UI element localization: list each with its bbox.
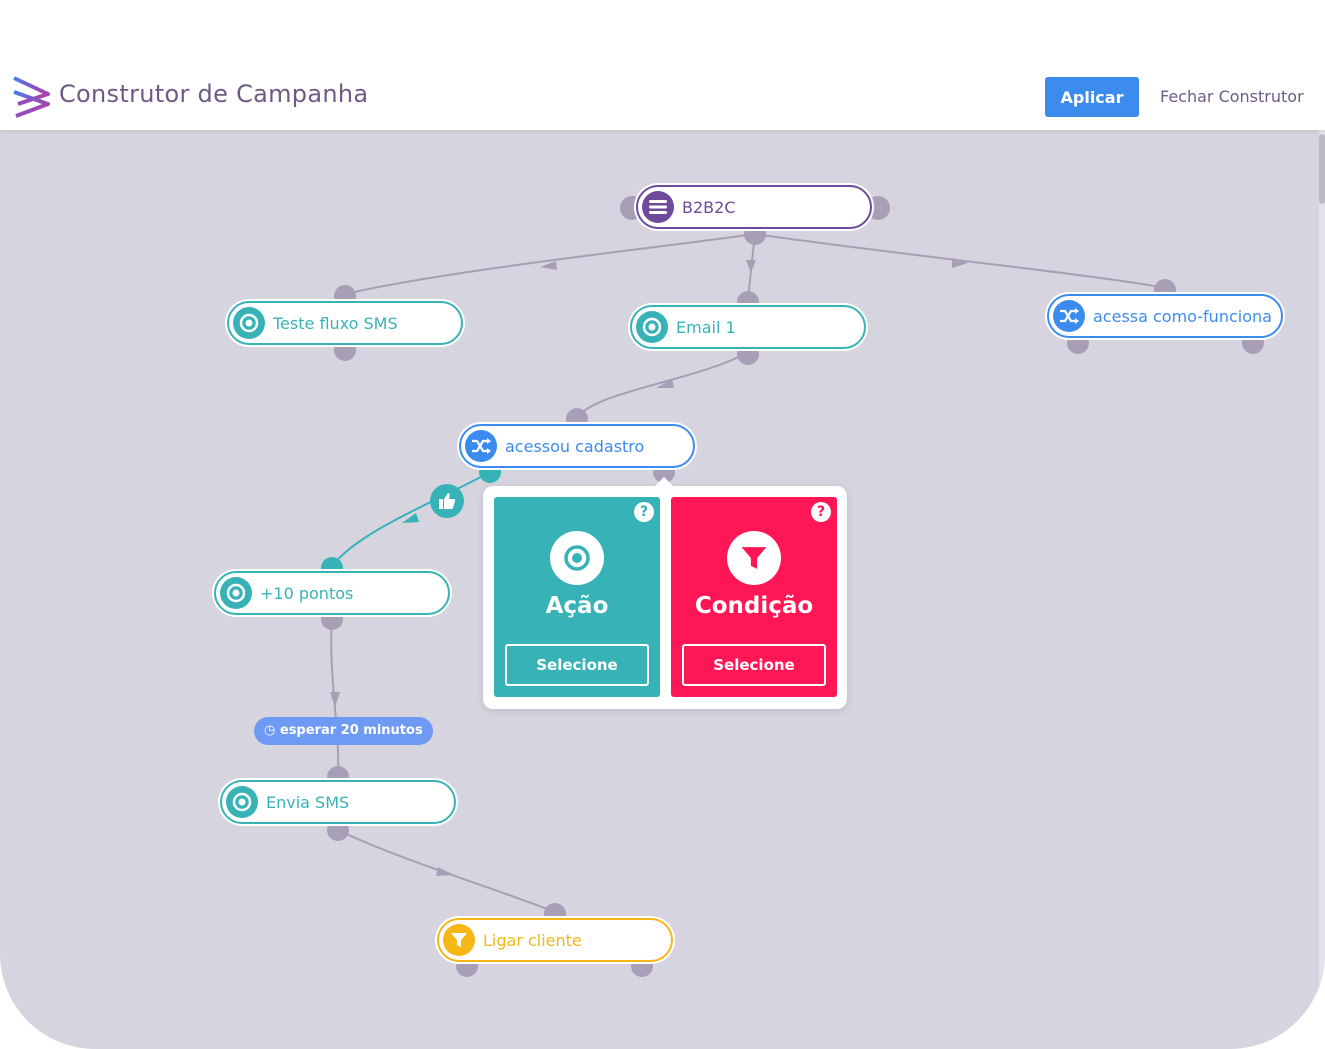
page-title: Construtor de Campanha [59, 80, 369, 108]
edge-acessou-pontos [331, 471, 491, 567]
node-envia-sms-label: Envia SMS [266, 793, 350, 812]
target-icon [550, 531, 604, 585]
arrow-envia-ligar [436, 867, 454, 876]
target-icon [220, 577, 252, 609]
edge-email-acessou [576, 351, 749, 418]
port-root-right [866, 196, 890, 220]
apply-button[interactable]: Aplicar [1045, 77, 1139, 117]
node-root-label: B2B2C [682, 198, 736, 217]
node-ligar-cliente[interactable]: Ligar cliente [437, 918, 673, 962]
node-acessa-como-funciona-label: acessa como-funciona [1093, 307, 1272, 326]
shuffle-icon [465, 430, 497, 462]
flow-canvas[interactable]: B2B2C Teste fluxo SMS Email 1 acessa com… [0, 130, 1325, 1049]
action-help-icon[interactable]: ? [634, 502, 654, 522]
node-root[interactable]: B2B2C [636, 185, 872, 229]
header-bar: Construtor de Campanha Aplicar Fechar Co… [0, 60, 1325, 130]
clock-icon: ◷ [264, 723, 276, 738]
node-acessou-cadastro-label: acessou cadastro [505, 437, 645, 456]
condition-card-title: Condição [694, 593, 814, 619]
add-step-popup: ? Ação Selecione ? Condição Selecione [483, 477, 847, 709]
action-card-title: Ação [545, 593, 609, 619]
node-teste-fluxo-sms[interactable]: Teste fluxo SMS [227, 301, 463, 345]
close-builder-button[interactable]: Fechar Construtor [1150, 77, 1314, 117]
menu-icon [642, 191, 674, 223]
condition-select-button[interactable]: Selecione [682, 644, 826, 686]
action-card[interactable]: ? Ação Selecione [494, 497, 660, 697]
shuffle-icon [1053, 300, 1085, 332]
condition-help-icon[interactable]: ? [811, 502, 831, 522]
target-icon [636, 311, 668, 343]
port-envia-bottom [327, 819, 349, 841]
arrow-email-acessou [656, 379, 674, 388]
condition-card[interactable]: ? Condição Selecione [671, 497, 837, 697]
filter-icon [443, 924, 475, 956]
node-acessa-como-funciona[interactable]: acessa como-funciona [1047, 294, 1283, 338]
edge-root-acessa [754, 233, 1166, 289]
arrow-root-acessa [952, 258, 968, 268]
edge-root-teste [344, 233, 756, 295]
node-teste-fluxo-sms-label: Teste fluxo SMS [273, 314, 398, 333]
node-envia-sms[interactable]: Envia SMS [220, 780, 456, 824]
filter-icon [727, 531, 781, 585]
node-ligar-cliente-label: Ligar cliente [483, 931, 582, 950]
arrow-acessou-pontos [402, 513, 419, 523]
wait-label: esperar 20 minutos [279, 723, 423, 738]
node-email-1[interactable]: Email 1 [630, 305, 866, 349]
node-10-pontos-label: +10 pontos [260, 584, 354, 603]
arrow-root-email [746, 260, 756, 273]
edge-envia-ligar [337, 829, 556, 913]
node-email-1-label: Email 1 [676, 318, 736, 337]
node-acessou-cadastro[interactable]: acessou cadastro [459, 424, 695, 468]
wait-badge[interactable]: ◷ esperar 20 minutos [254, 717, 433, 745]
arrow-pontos-envia [330, 692, 340, 707]
node-10-pontos[interactable]: +10 pontos [214, 571, 450, 615]
app-logo-icon [12, 76, 50, 118]
scrollbar-thumb[interactable] [1319, 134, 1325, 204]
vertical-scrollbar[interactable] [1319, 130, 1325, 1049]
target-icon [233, 307, 265, 339]
popup-caret [655, 477, 673, 486]
target-icon [226, 786, 258, 818]
action-select-button[interactable]: Selecione [505, 644, 649, 686]
thumbs-up-icon[interactable] [430, 484, 464, 518]
arrow-root-teste [540, 261, 557, 270]
